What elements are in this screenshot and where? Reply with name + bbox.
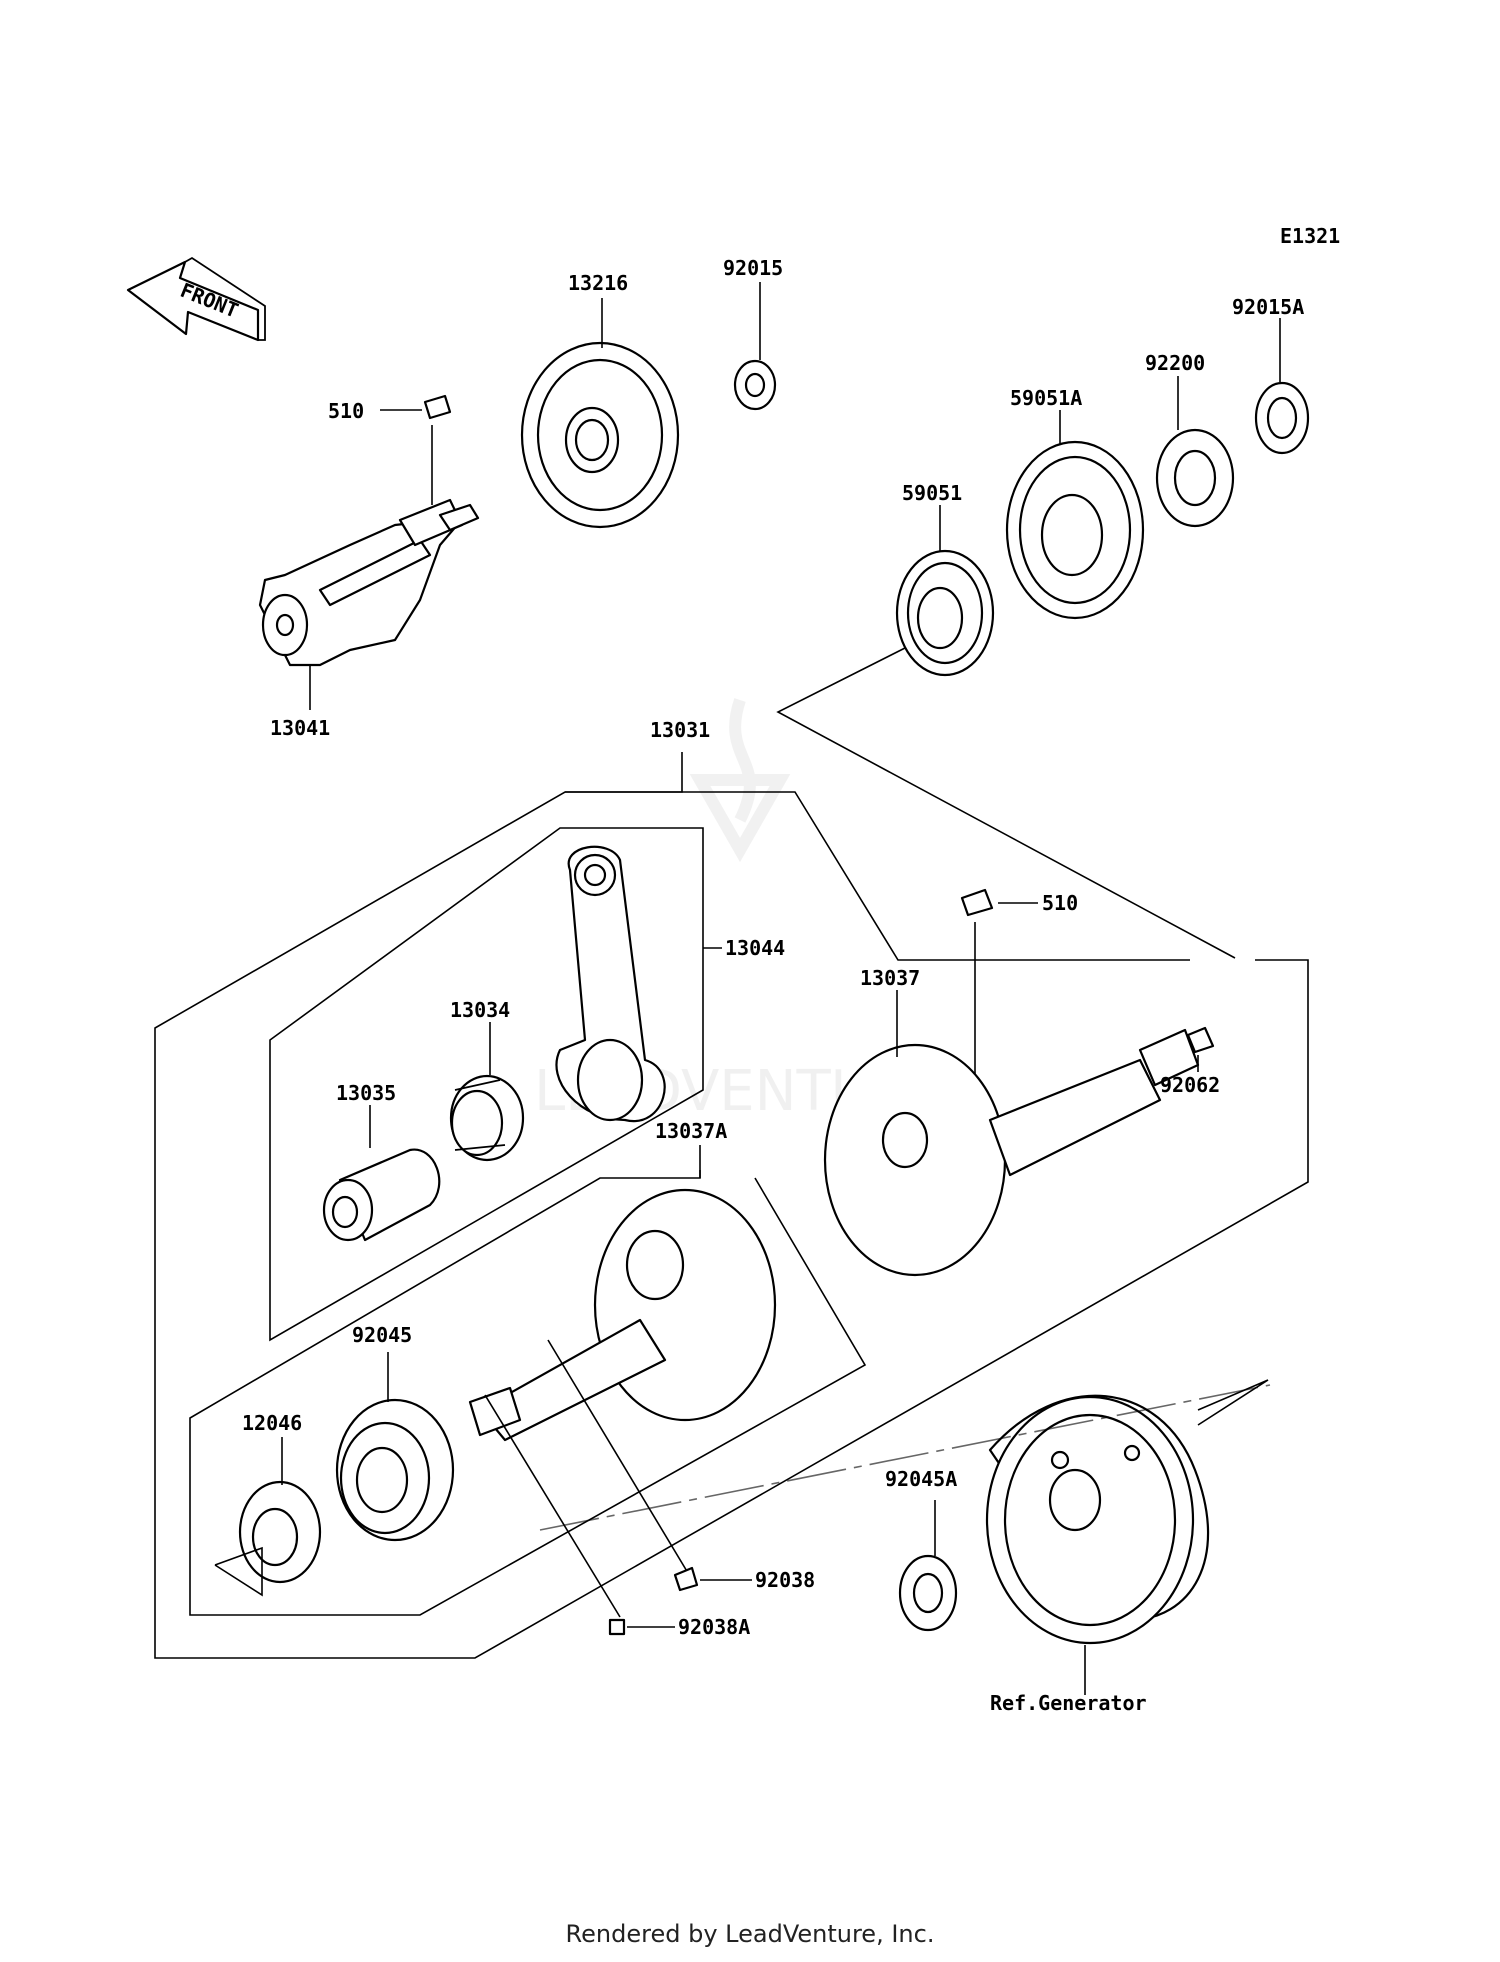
center-axis-line	[539, 1384, 1271, 1531]
gear-59051A[interactable]	[1005, 440, 1145, 620]
label-13031: 13031	[650, 718, 710, 742]
label-92045: 92045	[352, 1323, 412, 1347]
label-92062: 92062	[1160, 1073, 1220, 1097]
label-13037A: 13037A	[655, 1119, 727, 1143]
label-92038A: 92038A	[678, 1615, 750, 1639]
label-59051A: 59051A	[1010, 386, 1082, 410]
nut-92015A[interactable]	[1254, 381, 1310, 455]
key-92038A[interactable]	[608, 1618, 626, 1636]
key-510-right[interactable]	[960, 888, 994, 917]
label-13041: 13041	[270, 716, 330, 740]
gear-13216[interactable]	[520, 341, 680, 529]
crank-pin-13035[interactable]	[322, 1148, 441, 1242]
label-13044: 13044	[725, 936, 785, 960]
label-92038: 92038	[755, 1568, 815, 1592]
group-13044-outline	[269, 827, 704, 1342]
footer-credit: Rendered by LeadVenture, Inc.	[565, 1920, 935, 1948]
ball-bearing-92045[interactable]	[335, 1398, 455, 1542]
label-13216: 13216	[568, 271, 628, 295]
label-59051: 59051	[902, 481, 962, 505]
label-92045A: 92045A	[885, 1467, 957, 1491]
label-13034: 13034	[450, 998, 510, 1022]
crankshaft-13037[interactable]	[823, 1028, 1200, 1277]
label-510-right: 510	[1042, 891, 1078, 915]
plug-92062[interactable]	[1186, 1026, 1215, 1054]
connecting-rod-13044[interactable]	[555, 845, 666, 1123]
label-92200: 92200	[1145, 351, 1205, 375]
front-arrow-icon: FRONT	[126, 256, 266, 342]
group-13037A-outline	[189, 1170, 867, 1616]
label-92015A: 92015A	[1232, 295, 1304, 319]
label-92015: 92015	[723, 256, 783, 280]
generator-rotor[interactable]	[985, 1394, 1210, 1645]
label-13037: 13037	[860, 966, 920, 990]
label-12046: 12046	[242, 1411, 302, 1435]
balancer-shaft-13041[interactable]	[258, 498, 480, 667]
key-510-top[interactable]	[423, 394, 452, 420]
sprocket-12046[interactable]	[238, 1480, 322, 1584]
ball-bearing-92045A[interactable]	[898, 1554, 958, 1632]
gear-59051[interactable]	[895, 549, 995, 677]
label-510-top: 510	[328, 399, 364, 423]
label-13035: 13035	[336, 1081, 396, 1105]
diagram-code: E1321	[1280, 224, 1340, 248]
key-92038[interactable]	[673, 1566, 699, 1592]
group-13031-outline-2	[565, 791, 1190, 961]
label-ref-generator: Ref.Generator	[990, 1691, 1147, 1715]
needle-bearing-13034[interactable]	[449, 1074, 525, 1162]
lock-washer-92200[interactable]	[1155, 428, 1235, 528]
nut-92015[interactable]	[733, 359, 777, 411]
